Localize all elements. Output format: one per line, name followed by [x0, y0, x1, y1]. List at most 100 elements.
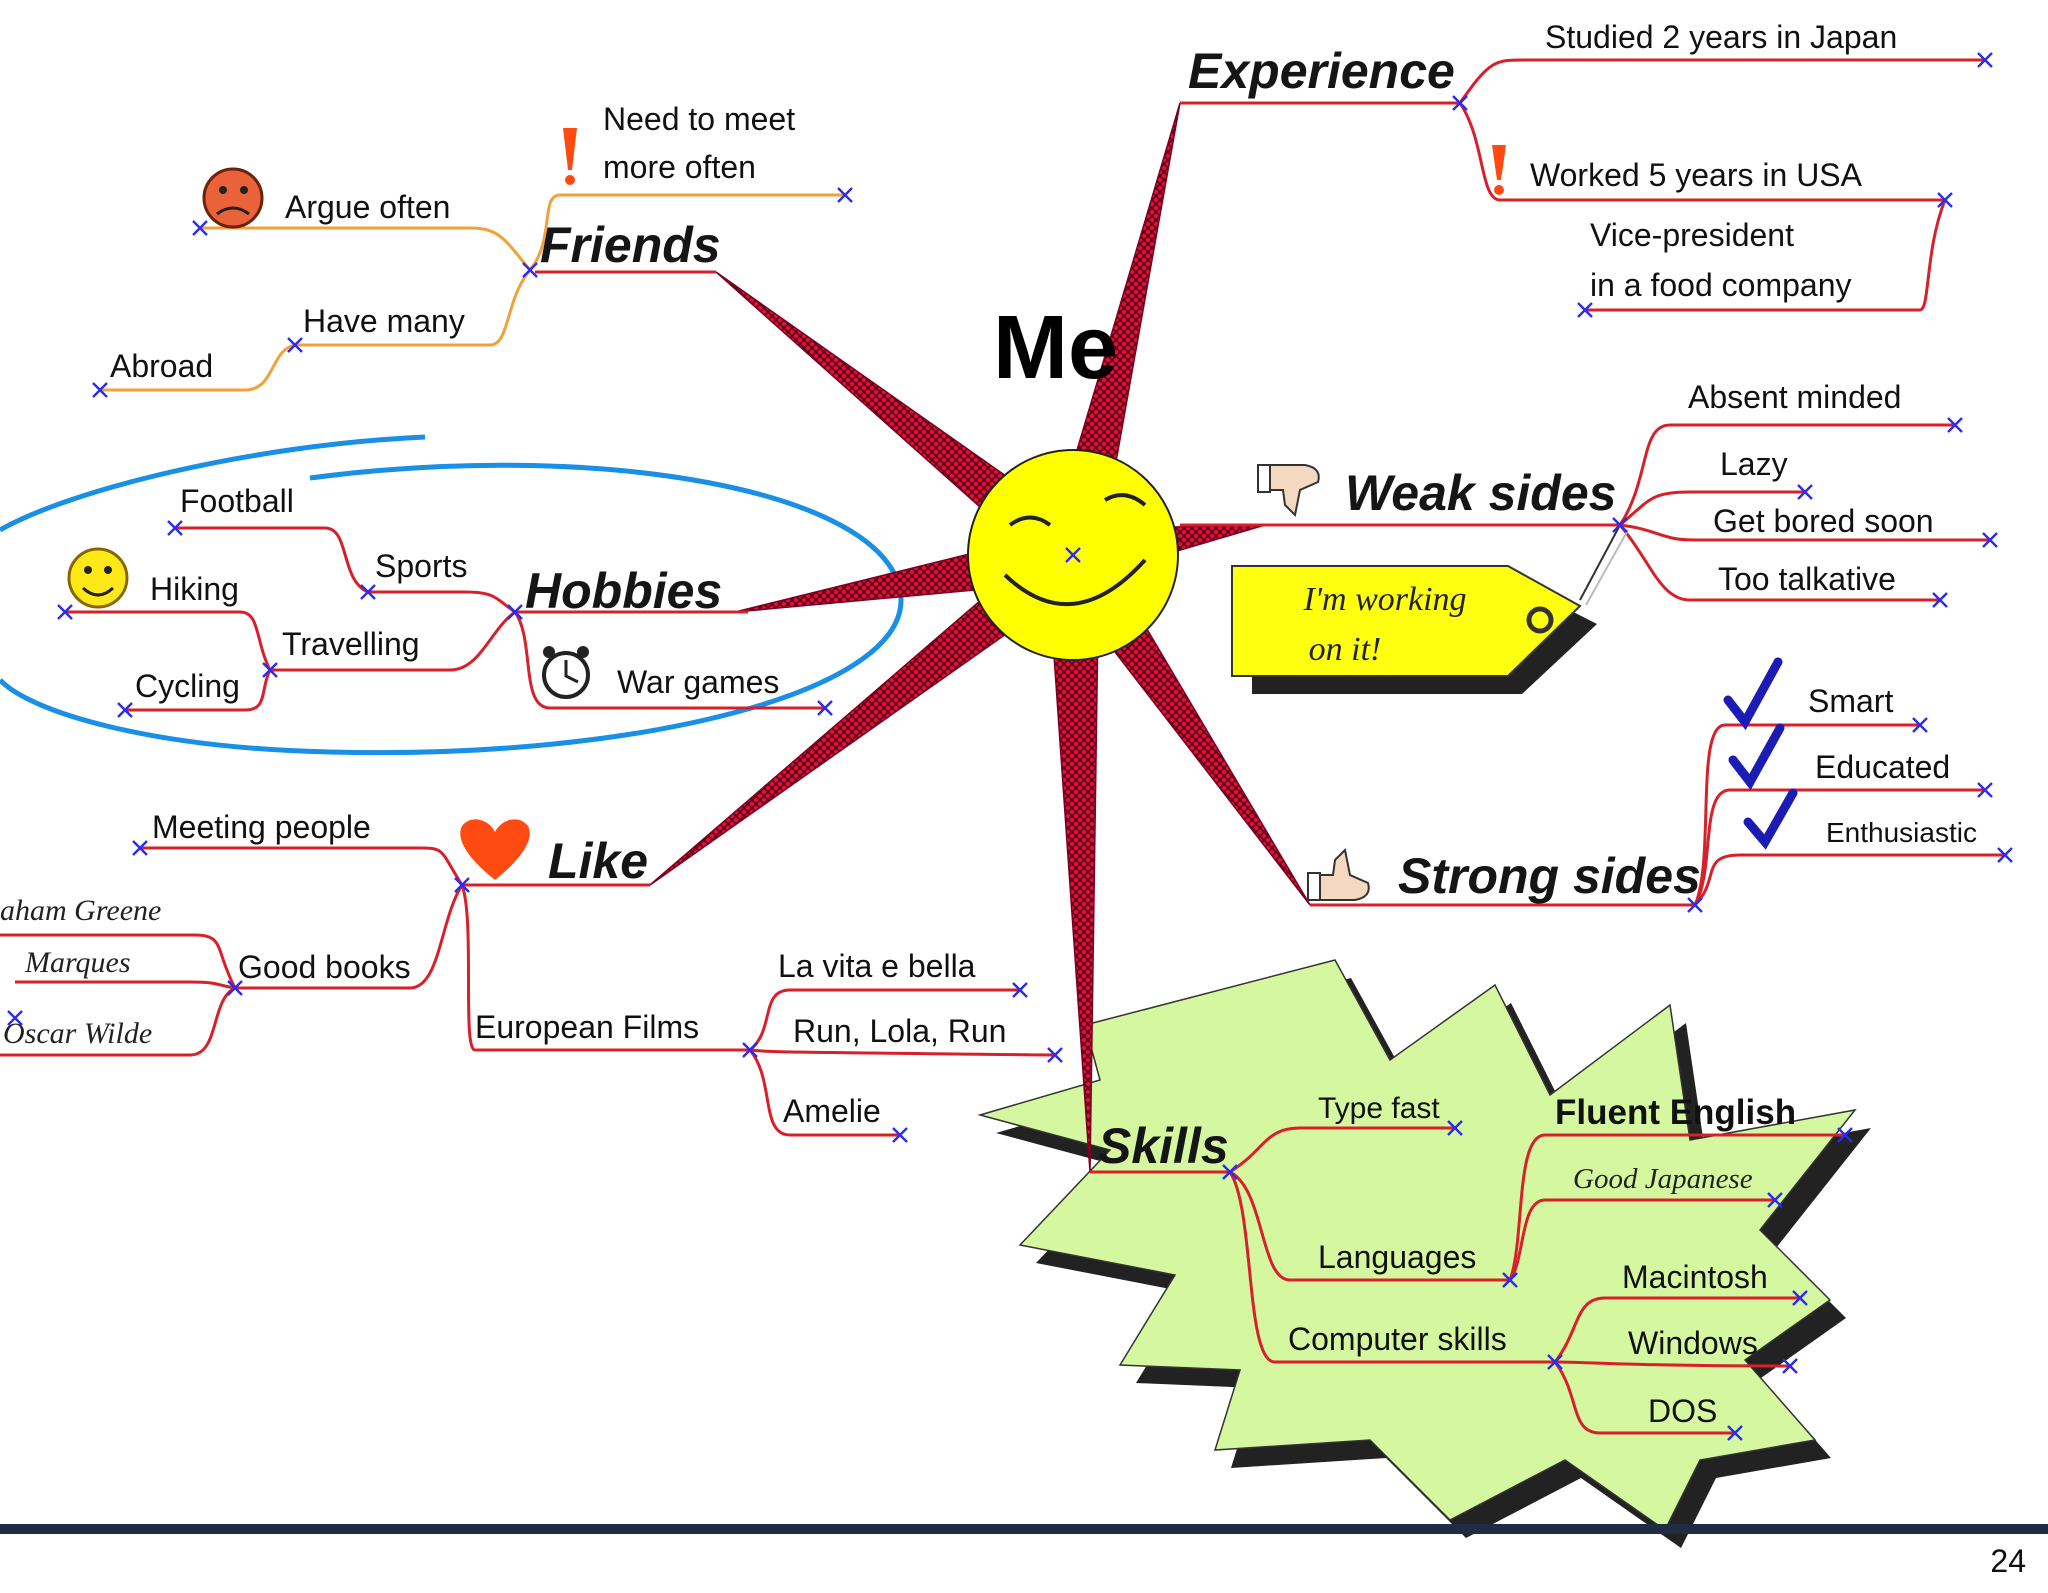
node-marker — [360, 584, 376, 600]
hobby-item-war-games: War games — [617, 664, 779, 700]
exclamation-icon-friends — [563, 128, 577, 185]
page-number: 24 — [1990, 1543, 2026, 1579]
experience-item-usa: Worked 5 years in USA — [1530, 157, 1863, 193]
friends-item-abroad: Abroad — [110, 348, 213, 384]
node-marker — [454, 877, 470, 893]
footer-bar — [0, 1524, 2048, 1534]
node-marker — [1977, 52, 1993, 68]
thumbs-up-icon — [1307, 847, 1370, 901]
node-marker — [1612, 517, 1628, 533]
node-marker — [1797, 484, 1813, 500]
checkmark-icon-smart — [1723, 657, 1783, 731]
node-marker — [1947, 417, 1963, 433]
branch-like: Like — [548, 833, 648, 889]
node-marker — [1727, 1425, 1743, 1441]
like-item-amelie: Amelie — [783, 1093, 881, 1129]
skill-item-dos: DOS — [1648, 1393, 1717, 1429]
hobby-item-sports: Sports — [375, 548, 467, 584]
node-marker — [1937, 192, 1953, 208]
node-marker — [262, 662, 278, 678]
tag-line-1: I'm working — [1302, 581, 1466, 618]
node-marker — [7, 1010, 23, 1026]
connector-lines — [0, 58, 2005, 1435]
node-marker — [1502, 1272, 1518, 1288]
node-marker — [1687, 897, 1703, 913]
like-item-meeting: Meeting people — [152, 809, 371, 845]
skill-item-computer: Computer skills — [1288, 1321, 1507, 1357]
node-marker — [742, 1042, 758, 1058]
strong-item-educated: Educated — [1815, 749, 1950, 785]
like-item-marques: Marques — [24, 946, 131, 979]
node-marker — [522, 262, 538, 278]
node-marker — [1912, 717, 1928, 733]
node-marker — [837, 187, 853, 203]
node-marker — [1997, 847, 2013, 863]
tag-line-2: on it! — [1309, 631, 1382, 668]
thumbs-down-icon — [1257, 464, 1320, 518]
checkmark-icon-enthusiastic — [1743, 788, 1798, 850]
branch-hobbies: Hobbies — [525, 563, 722, 619]
like-item-run-lola: Run, Lola, Run — [793, 1013, 1006, 1049]
hobbies-loop — [0, 434, 904, 756]
like-item-wilde: Oscar Wilde — [3, 1017, 152, 1050]
friends-item-need: Need to meet — [603, 101, 795, 137]
branch-experience: Experience — [1188, 43, 1455, 99]
hobby-item-hiking: Hiking — [150, 571, 239, 607]
node-marker — [227, 980, 243, 996]
node-marker — [1222, 1164, 1238, 1180]
friends-item-argue: Argue often — [285, 189, 450, 225]
node-marker — [287, 337, 303, 353]
center-label: Me — [993, 298, 1118, 398]
checkmark-icon-educated — [1728, 723, 1785, 791]
hobby-item-football: Football — [180, 483, 294, 519]
node-marker — [1982, 532, 1998, 548]
skill-item-windows: Windows — [1628, 1325, 1758, 1361]
exclamation-icon-experience — [1492, 145, 1506, 195]
skill-item-macintosh: Macintosh — [1622, 1259, 1768, 1295]
branch-weak-sides: Weak sides — [1345, 465, 1616, 521]
weak-item-lazy: Lazy — [1720, 446, 1788, 482]
node-marker — [1932, 592, 1948, 608]
node-marker — [1792, 1290, 1808, 1306]
branch-skills: Skills — [1098, 1118, 1229, 1174]
like-item-good-books: Good books — [238, 949, 411, 985]
working-on-it-tag: I'm working on it! — [1231, 524, 1629, 694]
node-marker — [1452, 95, 1468, 111]
node-marker — [132, 840, 148, 856]
heart-icon — [460, 819, 530, 880]
like-item-european-films: European Films — [475, 1009, 699, 1045]
weak-item-talkative: Too talkative — [1718, 561, 1896, 597]
alarm-clock-icon — [542, 646, 590, 699]
skill-item-languages: Languages — [1318, 1239, 1476, 1275]
frown-face-icon — [202, 167, 264, 229]
node-marker — [117, 702, 133, 718]
weak-item-absent: Absent minded — [1688, 379, 1901, 415]
strong-item-enthusiastic: Enthusiastic — [1826, 817, 1977, 848]
weak-item-bored: Get bored soon — [1713, 503, 1934, 539]
node-markers — [7, 52, 2013, 1441]
node-marker — [507, 604, 523, 620]
node-marker — [817, 700, 833, 716]
node-marker — [1837, 1127, 1853, 1143]
skill-item-good-japanese: Good Japanese — [1573, 1163, 1753, 1195]
friends-item-more-often: more often — [603, 149, 756, 185]
node-marker — [1447, 1120, 1463, 1136]
branch-strong-sides: Strong sides — [1398, 848, 1701, 904]
node-marker — [1577, 302, 1593, 318]
node-marker — [1047, 1047, 1063, 1063]
friends-item-have-many: Have many — [303, 303, 465, 339]
node-marker — [1065, 547, 1081, 563]
strong-item-smart: Smart — [1808, 683, 1893, 719]
node-marker — [1012, 982, 1028, 998]
smile-face-icon — [67, 547, 129, 609]
node-marker — [192, 220, 208, 236]
skills-burst — [977, 959, 1871, 1548]
node-marker — [1977, 782, 1993, 798]
branch-friends: Friends — [540, 217, 721, 273]
node-marker — [167, 520, 183, 536]
node-marker — [57, 604, 73, 620]
experience-item-vp: Vice-president — [1590, 217, 1794, 253]
experience-item-food: in a food company — [1590, 267, 1852, 303]
